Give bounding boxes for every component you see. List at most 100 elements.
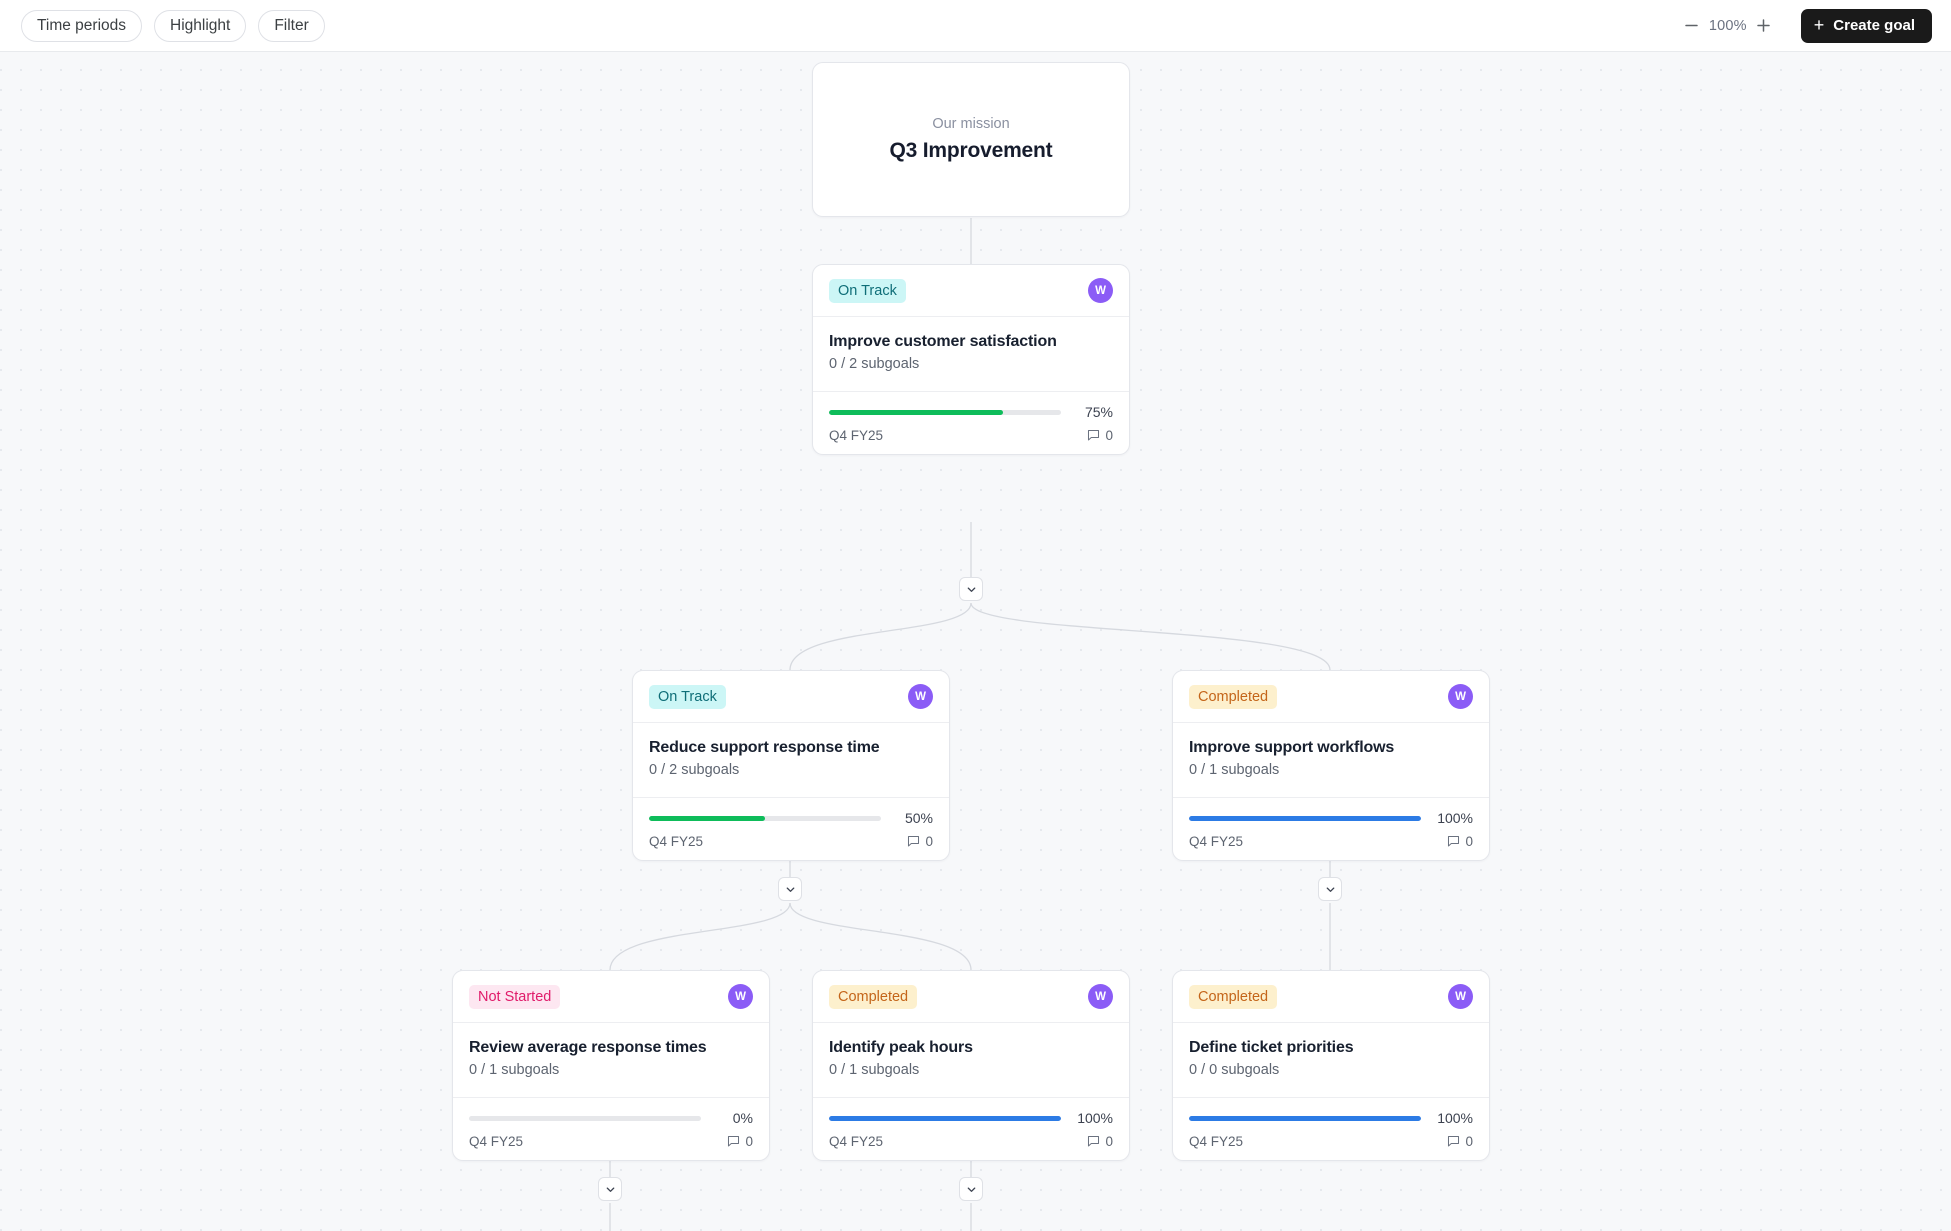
goal-title: Improve customer satisfaction xyxy=(829,333,1057,350)
progress-track xyxy=(1189,815,1421,821)
plus-icon: + xyxy=(1813,15,1825,35)
comment-count[interactable]: 0 xyxy=(1087,1134,1113,1149)
avatar[interactable]: W xyxy=(728,984,753,1009)
meta-row: Q4 FY25 0 xyxy=(829,428,1113,443)
time-periods-button[interactable]: Time periods xyxy=(21,9,143,42)
comment-icon xyxy=(1087,429,1100,442)
card-footer: 100% Q4 FY25 0 xyxy=(1173,1098,1489,1160)
progress-row: 0% xyxy=(469,1110,753,1126)
comment-count-value: 0 xyxy=(925,834,933,849)
comment-icon xyxy=(727,1135,740,1148)
card-header: On Track W xyxy=(633,671,949,723)
collapse-toggle-improve-support-workflows[interactable] xyxy=(1318,877,1342,901)
progress-label: 50% xyxy=(904,810,933,826)
progress-fill xyxy=(649,815,765,821)
card-footer: 100% Q4 FY25 0 xyxy=(1173,798,1489,860)
time-period-label: Q4 FY25 xyxy=(469,1134,524,1149)
card-header: Completed W xyxy=(813,971,1129,1023)
avatar[interactable]: W xyxy=(1088,984,1113,1009)
progress-track xyxy=(829,409,1061,415)
subgoal-count: 0 / 1 subgoals xyxy=(1189,762,1280,778)
comment-count[interactable]: 0 xyxy=(1447,834,1473,849)
comment-count-value: 0 xyxy=(1105,428,1113,443)
highlight-button[interactable]: Highlight xyxy=(154,9,247,42)
progress-row: 50% xyxy=(649,810,933,826)
comment-count-value: 0 xyxy=(1465,1134,1473,1149)
goal-title: Improve support workflows xyxy=(1189,739,1395,756)
meta-row: Q4 FY25 0 xyxy=(1189,834,1473,849)
goal-card-reduce-support-response-time[interactable]: On Track W Reduce support response time … xyxy=(632,670,950,861)
card-footer: 0% Q4 FY25 0 xyxy=(453,1098,769,1160)
avatar[interactable]: W xyxy=(1448,984,1473,1009)
progress-row: 75% xyxy=(829,404,1113,420)
avatar[interactable]: W xyxy=(1448,684,1473,709)
card-header: Completed W xyxy=(1173,671,1489,723)
card-footer: 100% Q4 FY25 0 xyxy=(813,1098,1129,1160)
progress-fill xyxy=(829,1115,1061,1121)
comment-count[interactable]: 0 xyxy=(727,1134,753,1149)
progress-fill xyxy=(1189,815,1421,821)
mission-label: Our mission xyxy=(932,116,1010,132)
card-header: Not Started W xyxy=(453,971,769,1023)
collapse-toggle-review-average-response-times[interactable] xyxy=(598,1177,622,1201)
comment-count-value: 0 xyxy=(745,1134,753,1149)
status-badge: On Track xyxy=(829,278,906,303)
create-goal-button[interactable]: + Create goal xyxy=(1800,8,1932,43)
collapse-toggle-identify-peak-hours[interactable] xyxy=(959,1177,983,1201)
progress-track xyxy=(1189,1115,1421,1121)
subgoal-count: 0 / 1 subgoals xyxy=(829,1062,920,1078)
comment-count[interactable]: 0 xyxy=(1087,428,1113,443)
meta-row: Q4 FY25 0 xyxy=(829,1134,1113,1149)
goal-tree-canvas[interactable]: Our mission Q3 Improvement On Track W Im… xyxy=(0,52,1951,1231)
meta-row: Q4 FY25 0 xyxy=(469,1134,753,1149)
progress-fill xyxy=(1189,1115,1421,1121)
goal-title: Identify peak hours xyxy=(829,1039,973,1056)
subgoal-count: 0 / 2 subgoals xyxy=(649,762,740,778)
comment-count-value: 0 xyxy=(1105,1134,1113,1149)
mission-card[interactable]: Our mission Q3 Improvement xyxy=(812,62,1130,217)
card-header: Completed W xyxy=(1173,971,1489,1023)
avatar[interactable]: W xyxy=(908,684,933,709)
card-body: Identify peak hours 0 / 1 subgoals xyxy=(813,1023,1129,1098)
card-body: Define ticket priorities 0 / 0 subgoals xyxy=(1173,1023,1489,1098)
progress-label: 0% xyxy=(732,1110,753,1126)
card-header: On Track W xyxy=(813,265,1129,317)
goal-card-improve-support-workflows[interactable]: Completed W Improve support workflows 0 … xyxy=(1172,670,1490,861)
progress-row: 100% xyxy=(829,1110,1113,1126)
progress-row: 100% xyxy=(1189,1110,1473,1126)
progress-fill xyxy=(829,409,1003,415)
mission-title: Q3 Improvement xyxy=(889,139,1053,162)
goal-card-define-ticket-priorities[interactable]: Completed W Define ticket priorities 0 /… xyxy=(1172,970,1490,1161)
meta-row: Q4 FY25 0 xyxy=(649,834,933,849)
comment-icon xyxy=(1087,1135,1100,1148)
chevron-down-icon xyxy=(606,1186,614,1192)
time-period-label: Q4 FY25 xyxy=(829,428,884,443)
filter-button[interactable]: Filter xyxy=(258,9,325,42)
goal-card-identify-peak-hours[interactable]: Completed W Identify peak hours 0 / 1 su… xyxy=(812,970,1130,1161)
comment-count[interactable]: 0 xyxy=(907,834,933,849)
time-period-label: Q4 FY25 xyxy=(829,1134,884,1149)
collapse-toggle-improve-customer-satisfaction[interactable] xyxy=(959,577,983,601)
avatar[interactable]: W xyxy=(1088,278,1113,303)
goal-card-improve-customer-satisfaction[interactable]: On Track W Improve customer satisfaction… xyxy=(812,264,1130,455)
subgoal-count: 0 / 2 subgoals xyxy=(829,356,920,372)
comment-icon xyxy=(1447,1135,1460,1148)
zoom-out-icon[interactable] xyxy=(1677,11,1707,41)
zoom-in-icon[interactable] xyxy=(1749,11,1779,41)
time-period-label: Q4 FY25 xyxy=(649,834,704,849)
comment-count[interactable]: 0 xyxy=(1447,1134,1473,1149)
goal-card-review-average-response-times[interactable]: Not Started W Review average response ti… xyxy=(452,970,770,1161)
goal-title: Define ticket priorities xyxy=(1189,1039,1354,1056)
progress-label: 100% xyxy=(1437,810,1473,826)
comment-icon xyxy=(907,835,920,848)
progress-track xyxy=(649,815,881,821)
card-body: Improve customer satisfaction 0 / 2 subg… xyxy=(813,317,1129,392)
subgoal-count: 0 / 0 subgoals xyxy=(1189,1062,1280,1078)
status-badge: Completed xyxy=(1189,684,1278,709)
meta-row: Q4 FY25 0 xyxy=(1189,1134,1473,1149)
collapse-toggle-reduce-support-response-time[interactable] xyxy=(778,877,802,901)
status-badge: Not Started xyxy=(469,984,561,1009)
top-toolbar: Time periods Highlight Filter 100% + Cre… xyxy=(0,0,1951,52)
card-footer: 75% Q4 FY25 0 xyxy=(813,392,1129,454)
chevron-down-icon xyxy=(1326,886,1334,892)
